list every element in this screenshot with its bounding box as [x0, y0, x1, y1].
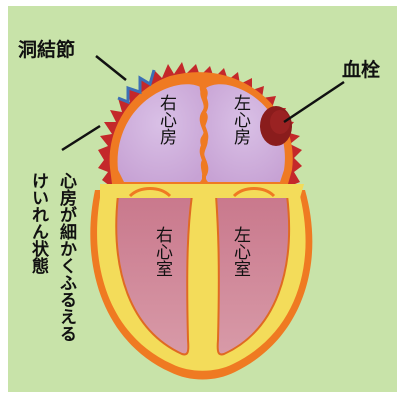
caption-line-2: けいれん状態 [28, 172, 49, 274]
left-ventricle-label: 左心室 [230, 226, 251, 277]
thrombus-label: 血栓 [342, 58, 380, 81]
thrombus-highlight [270, 110, 290, 134]
caption-line-1: 心房が細かくふるえる [56, 172, 77, 342]
left-atrium-label: 左心房 [230, 94, 251, 146]
ventricular-septum [191, 190, 214, 356]
right-atrium-label: 右心房 [156, 94, 177, 146]
sinus-node-label: 洞結節 [18, 38, 75, 61]
right-ventricle-label: 右心室 [152, 226, 173, 277]
